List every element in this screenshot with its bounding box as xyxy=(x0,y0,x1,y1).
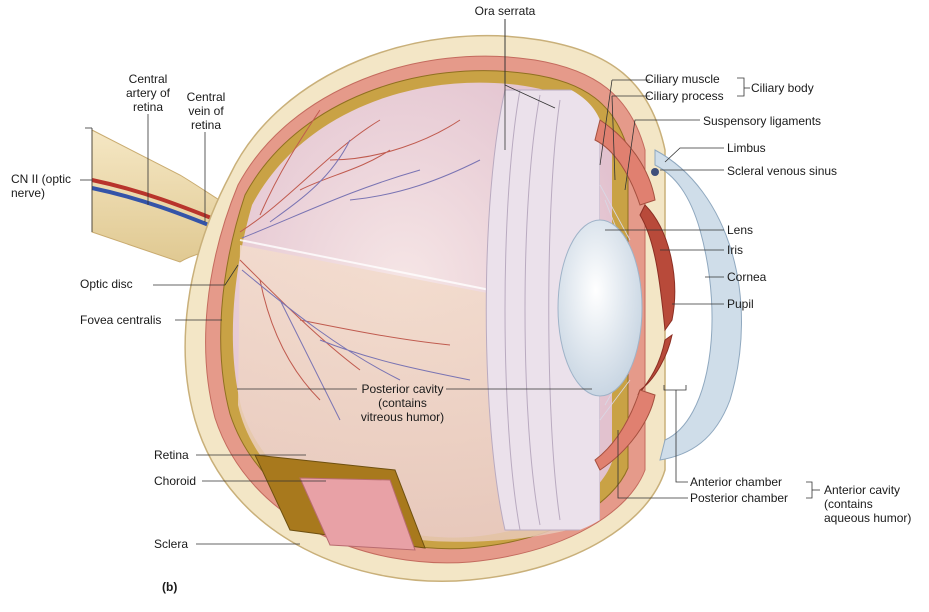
panel-letter: (b) xyxy=(162,580,178,594)
ciliary-body-shape xyxy=(594,119,656,471)
label-iris: Iris xyxy=(727,243,743,257)
retinal-vessels xyxy=(239,109,481,421)
lens-shape xyxy=(557,219,643,397)
label-fovea-centralis: Fovea centralis xyxy=(80,313,162,327)
ciliary-ridges xyxy=(485,89,600,531)
leader-lines xyxy=(80,19,820,545)
label-lens: Lens xyxy=(727,223,754,237)
label-anterior-chamber: Anterior chamber xyxy=(690,475,783,489)
label-cornea: Cornea xyxy=(727,270,767,284)
label-ciliary-process: Ciliary process xyxy=(645,89,724,103)
label-sclera: Sclera xyxy=(154,537,189,551)
label-optic-nerve: CN II (optic nerve) xyxy=(11,172,72,200)
label-ciliary-muscle: Ciliary muscle xyxy=(645,72,720,86)
label-ciliary-body: Ciliary body xyxy=(751,81,814,95)
label-retina: Retina xyxy=(154,448,189,462)
iris-shape xyxy=(637,204,676,396)
label-central-artery: Central artery of retina xyxy=(125,72,170,114)
label-choroid: Choroid xyxy=(154,474,197,488)
label-pupil: Pupil xyxy=(727,297,754,311)
label-optic-disc: Optic disc xyxy=(80,277,133,291)
cornea-shape xyxy=(654,149,742,461)
label-limbus: Limbus xyxy=(727,141,766,155)
label-anterior-cavity: Anterior cavity (contains aqueous humor) xyxy=(824,483,912,525)
label-suspensory-ligaments: Suspensory ligaments xyxy=(703,114,822,128)
label-scleral-venous-sinus: Scleral venous sinus xyxy=(727,164,838,178)
scleral-venous-sinus-dot xyxy=(651,168,659,176)
cutaway-choroid xyxy=(299,477,416,551)
label-ora-serrata: Ora serrata xyxy=(474,4,536,18)
label-central-vein: Central vein of retina xyxy=(186,90,226,132)
label-posterior-cavity: Posterior cavity (contains vitreous humo… xyxy=(360,382,445,424)
label-posterior-chamber: Posterior chamber xyxy=(690,491,789,505)
